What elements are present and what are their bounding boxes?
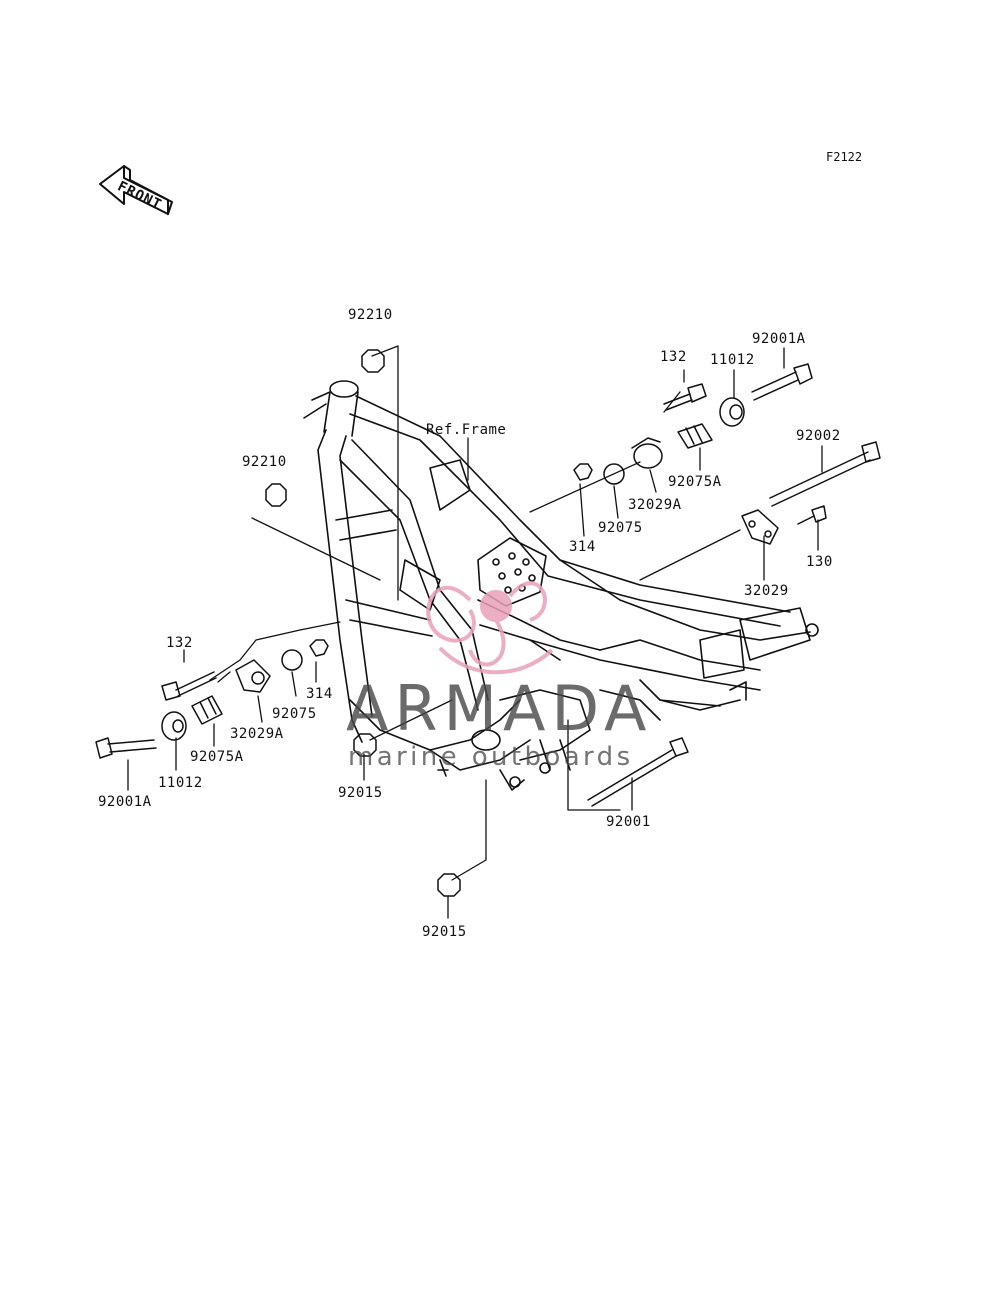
part-label-92210-top[interactable]: 92210 xyxy=(348,307,393,323)
nut-92015-bottom xyxy=(437,873,461,897)
part-label-32029[interactable]: 32029 xyxy=(744,583,789,599)
watermark-subtitle: marine outboards xyxy=(348,742,634,772)
part-label-92001[interactable]: 92001 xyxy=(606,814,651,830)
part-label-11012-left[interactable]: 11012 xyxy=(158,775,203,791)
part-label-92075-left[interactable]: 92075 xyxy=(272,706,317,722)
part-label-32029A-left[interactable]: 32029A xyxy=(230,726,284,742)
hardware-parts-left xyxy=(95,639,689,897)
part-label-132-right[interactable]: 132 xyxy=(660,349,687,365)
part-label-314-left[interactable]: 314 xyxy=(306,686,333,702)
nut-92210-top xyxy=(361,349,385,373)
bolt-132-left xyxy=(161,671,217,701)
part-label-92015-bottom[interactable]: 92015 xyxy=(422,924,467,940)
collar-32029A-left xyxy=(235,659,271,693)
bracket-32029 xyxy=(741,509,779,545)
part-label-130[interactable]: 130 xyxy=(806,554,833,570)
diagram-code: F2122 xyxy=(826,150,863,164)
part-label-92015-mid[interactable]: 92015 xyxy=(338,785,383,801)
part-label-314-right[interactable]: 314 xyxy=(569,539,596,555)
part-label-92075A-right[interactable]: 92075A xyxy=(668,474,722,490)
nut-92210-left xyxy=(265,483,287,507)
part-label-132-left[interactable]: 132 xyxy=(166,635,193,651)
nut-92015-mid xyxy=(353,733,377,757)
part-label-92001A-left[interactable]: 92001A xyxy=(98,794,152,810)
bolt-92001 xyxy=(587,737,689,807)
part-label-11012-right[interactable]: 11012 xyxy=(710,352,755,368)
bolt-92001A-right xyxy=(751,363,813,401)
hardware-parts-right xyxy=(265,349,881,545)
nut-314-right xyxy=(573,463,593,481)
watermark-emblem-icon xyxy=(426,581,554,675)
part-label-32029A-right[interactable]: 32029A xyxy=(628,497,682,513)
part-label-92210-left[interactable]: 92210 xyxy=(242,454,287,470)
collar-32029A-right xyxy=(631,437,663,469)
bolt-92002 xyxy=(769,441,881,507)
bush-92075-left xyxy=(281,649,303,671)
part-label-92002[interactable]: 92002 xyxy=(796,428,841,444)
part-label-92001A-right[interactable]: 92001A xyxy=(752,331,806,347)
bolt-92001A-left xyxy=(95,737,157,759)
bolt-130 xyxy=(797,505,827,525)
bush-92075A-right xyxy=(677,423,713,449)
washer-11012-left xyxy=(161,711,187,741)
washer-11012-right xyxy=(719,397,745,427)
part-label-92075-right[interactable]: 92075 xyxy=(598,520,643,536)
ref-frame-label: Ref.Frame xyxy=(426,422,507,438)
bush-92075A-left xyxy=(191,695,223,725)
front-arrow-icon xyxy=(99,165,173,215)
bolt-132-right xyxy=(663,383,707,411)
watermark-title: ARMADA xyxy=(346,672,653,745)
part-label-92075A-left[interactable]: 92075A xyxy=(190,749,244,765)
nut-314-left xyxy=(309,639,329,657)
bush-92075-right xyxy=(603,463,625,485)
